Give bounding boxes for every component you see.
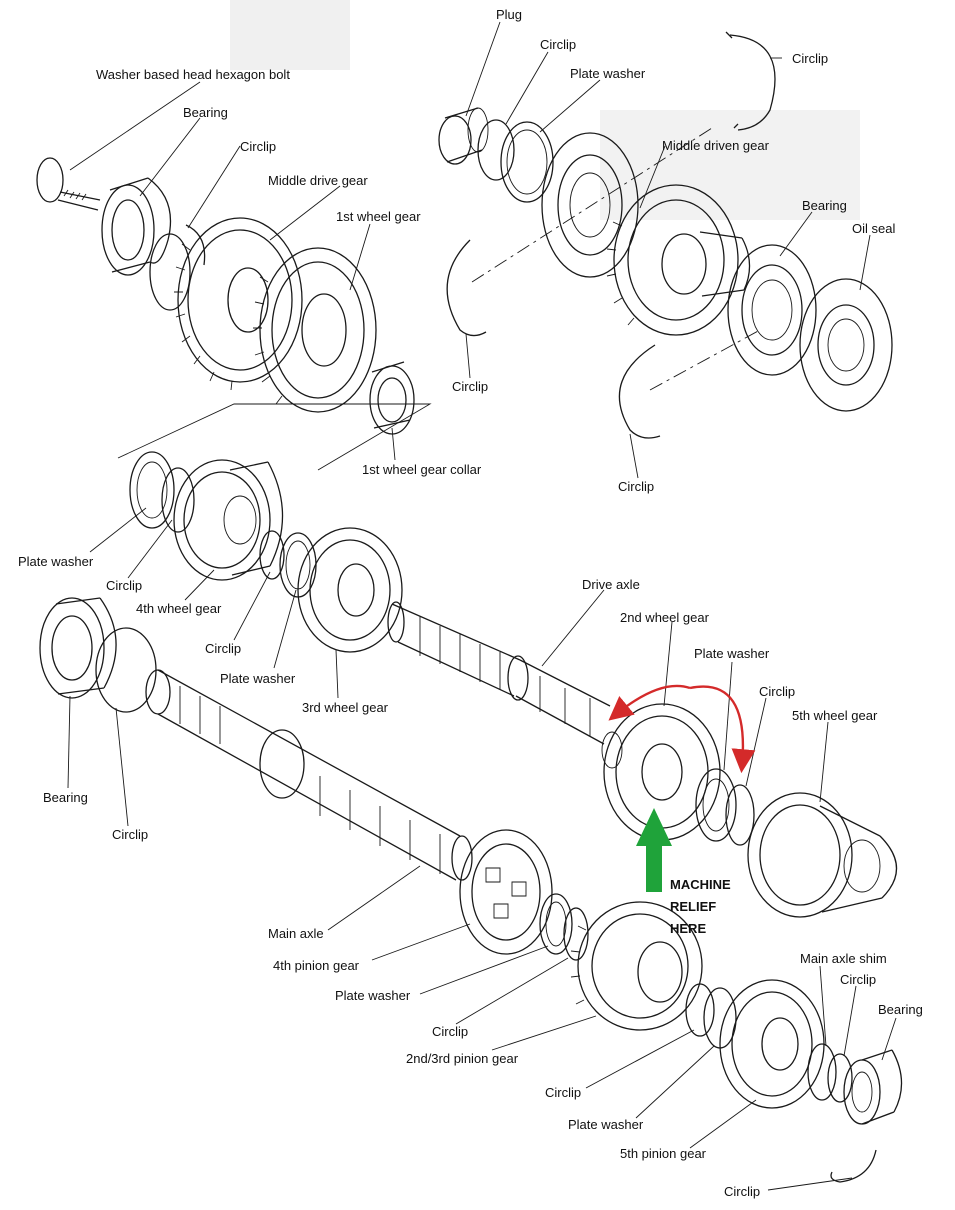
callout-line-2: RELIEF: [670, 899, 717, 914]
label-circlip-right: Circlip: [759, 684, 796, 699]
label-circlip-top-right: Circlip: [792, 51, 829, 66]
circlip-top-right-part: [725, 31, 776, 131]
plate-washer-bottom-part: [539, 893, 573, 955]
label-circlip-mid-right: Circlip: [618, 479, 655, 494]
circlip-bottom-right-part: [827, 1053, 853, 1103]
fourth-wheel-gear-part: [173, 459, 284, 581]
label-circlip-mid-center: Circlip: [452, 379, 489, 394]
label-third-wheel-gear: 3rd wheel gear: [302, 700, 388, 715]
center-line-top-right: [471, 127, 713, 283]
bearing-top-right-part: [727, 244, 817, 376]
leader-lines: [67, 21, 897, 1191]
drive-axle-part: [387, 601, 611, 745]
second-third-pinion-gear-part: [570, 901, 703, 1031]
label-oil-seal: Oil seal: [852, 221, 896, 236]
label-plate-washer-bottom-2: Plate washer: [568, 1117, 644, 1132]
circlip-mid-right-part: [618, 344, 661, 439]
red-curved-arrow-left: [608, 684, 691, 721]
bearing-bottom-left-part: [39, 597, 117, 699]
first-wheel-gear-part: [253, 247, 377, 413]
label-drive-axle: Drive axle: [582, 577, 640, 592]
fifth-pinion-gear-part: [719, 979, 825, 1109]
plate-washer-right-part: [695, 768, 737, 842]
label-middle-drive-gear: Middle drive gear: [268, 173, 368, 188]
plate-washer-left-part: [129, 451, 175, 529]
circlip-mid-center-part: [446, 239, 487, 337]
third-wheel-gear-part: [297, 527, 403, 653]
shade-top-center: [230, 0, 350, 70]
label-bearing-bottom-right: Bearing: [878, 1002, 923, 1017]
main-axle-shim-part: [807, 1043, 837, 1101]
circlip-top-1-part: [477, 119, 515, 181]
label-fourth-wheel-gear: 4th wheel gear: [136, 601, 222, 616]
label-plate-washer-top: Plate washer: [570, 66, 646, 81]
circlip-right-part: [725, 784, 755, 846]
label-circlip-bottom-3: Circlip: [724, 1184, 761, 1199]
first-wheel-gear-collar-part: [369, 361, 415, 435]
middle-drive-gear-part: [174, 217, 303, 391]
fourth-pinion-gear-part: [459, 829, 553, 955]
main-axle-part: [145, 669, 473, 881]
label-fifth-wheel-gear: 5th wheel gear: [792, 708, 878, 723]
label-middle-driven-gear: Middle driven gear: [662, 138, 769, 153]
circlip-left-2-part: [259, 530, 285, 580]
label-plate-washer-left: Plate washer: [18, 554, 94, 569]
label-circlip-bottom-2: Circlip: [545, 1085, 582, 1100]
label-circlip-top-1: Circlip: [540, 37, 577, 52]
label-circlip-top-left: Circlip: [240, 139, 277, 154]
label-washer-bolt: Washer based head hexagon bolt: [96, 67, 290, 82]
green-up-arrow: [636, 808, 672, 892]
oil-seal-part: [799, 278, 893, 412]
fifth-wheel-gear-part: [747, 792, 898, 918]
red-curved-arrow-right: [689, 685, 756, 774]
label-circlip-left: Circlip: [106, 578, 143, 593]
shade-top-right: [600, 110, 860, 220]
circlip-bottom-3-part: [830, 1149, 877, 1183]
label-second-third-pinion-gear: 2nd/3rd pinion gear: [406, 1051, 519, 1066]
label-plate-washer-bottom: Plate washer: [335, 988, 411, 1003]
label-first-wheel-gear-collar: 1st wheel gear collar: [362, 462, 482, 477]
label-circlip-left-2: Circlip: [205, 641, 242, 656]
middle-driven-gear-part: [606, 184, 751, 336]
label-fifth-pinion-gear: 5th pinion gear: [620, 1146, 707, 1161]
label-bearing-top-left: Bearing: [183, 105, 228, 120]
circlip-bottom-2-part: [685, 983, 715, 1037]
bearing-bottom-right-part: [843, 1049, 903, 1125]
label-plate-washer-mid: Plate washer: [220, 671, 296, 686]
center-line-mid-right: [649, 329, 761, 391]
second-wheel-gear-part: [601, 703, 721, 841]
bearing-top-left-part: [101, 177, 172, 276]
label-second-wheel-gear: 2nd wheel gear: [620, 610, 709, 625]
label-bearing-top-right: Bearing: [802, 198, 847, 213]
plate-washer-top-part: [500, 121, 554, 203]
label-main-axle-shim: Main axle shim: [800, 951, 887, 966]
machine-relief-callout: MACHINE RELIEF HERE: [670, 874, 731, 940]
bearing-top-right-outer-part: [541, 132, 639, 278]
label-circlip-bottom-left: Circlip: [112, 827, 149, 842]
label-fourth-pinion-gear: 4th pinion gear: [273, 958, 360, 973]
callout-line-3: HERE: [670, 921, 707, 936]
label-circlip-bottom-1: Circlip: [432, 1024, 469, 1039]
assembly-bracket: [117, 403, 432, 471]
plug-part: [438, 107, 489, 165]
circlip-bottom-1-part: [563, 907, 589, 961]
label-first-wheel-gear: 1st wheel gear: [336, 209, 421, 224]
label-bearing-bottom-left: Bearing: [43, 790, 88, 805]
label-main-axle: Main axle: [268, 926, 324, 941]
circlip-top-left-part: [149, 224, 206, 311]
label-plug: Plug: [496, 7, 523, 22]
callout-line-1: MACHINE: [670, 877, 731, 892]
label-plate-washer-right: Plate washer: [694, 646, 770, 661]
bolt-part: [36, 157, 101, 211]
label-circlip-bottom-right: Circlip: [840, 972, 877, 987]
circlip-left-part: [161, 467, 195, 533]
